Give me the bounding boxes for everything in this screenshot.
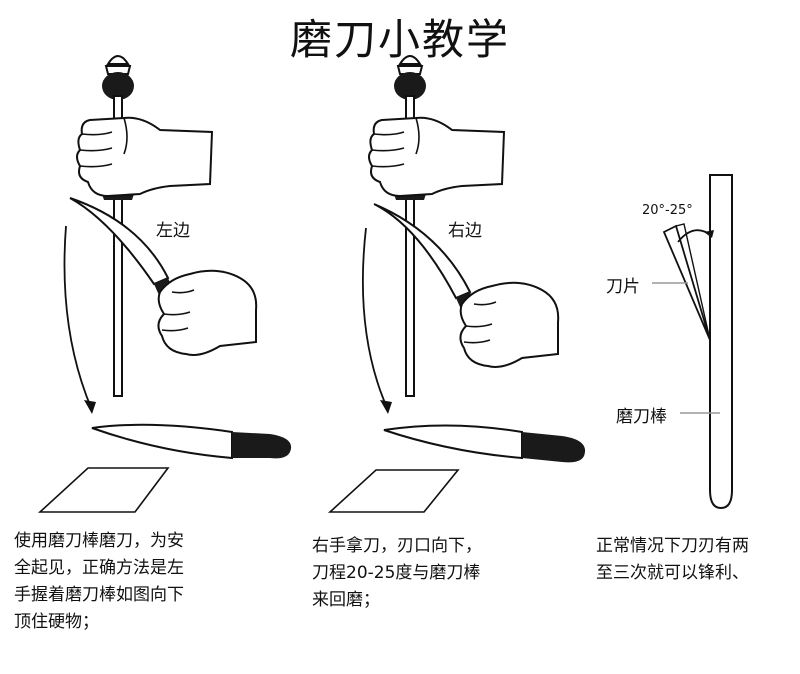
label-right-side: 右边 <box>448 216 482 241</box>
motion-arrow <box>64 226 92 410</box>
panel-1-illustration <box>40 56 291 512</box>
motion-arrow <box>363 228 388 410</box>
angle-label: 20°-25° <box>642 203 693 218</box>
caption-line: 正常情况下刀刃有两 <box>596 533 749 560</box>
caption-panel-2: 右手拿刀，刃口向下， 刀程20-25度与磨刀棒 来回磨； <box>312 533 482 614</box>
blade-label: 刀片 <box>606 272 640 297</box>
knife-handle-bottom <box>232 432 291 458</box>
table-surface <box>40 468 168 512</box>
panel-3-illustration <box>652 175 732 508</box>
table-surface <box>330 470 458 512</box>
rod-closeup <box>710 175 732 508</box>
rod-label: 磨刀棒 <box>616 402 667 427</box>
caption-panel-1: 使用磨刀棒磨刀，为安 全起见，正确方法是左 手握着磨刀棒如图向下 顶住硬物； <box>14 528 184 636</box>
knife-handle-bottom <box>522 432 585 462</box>
caption-line: 全起见，正确方法是左 <box>14 555 184 582</box>
label-left-side: 左边 <box>156 216 190 241</box>
caption-panel-3: 正常情况下刀刃有两 至三次就可以锋利、 <box>596 533 749 587</box>
caption-line: 使用磨刀棒磨刀，为安 <box>14 528 184 555</box>
knife-blade-bottom <box>384 425 522 458</box>
caption-line: 来回磨； <box>312 587 482 614</box>
caption-line: 刀程20-25度与磨刀棒 <box>312 560 482 587</box>
knife-blade-bottom <box>92 425 232 458</box>
caption-line: 至三次就可以锋利、 <box>596 560 749 587</box>
panel-2-illustration <box>330 56 585 512</box>
caption-line: 顶住硬物； <box>14 609 184 636</box>
caption-line: 右手拿刀，刃口向下， <box>312 533 482 560</box>
caption-line: 手握着磨刀棒如图向下 <box>14 582 184 609</box>
